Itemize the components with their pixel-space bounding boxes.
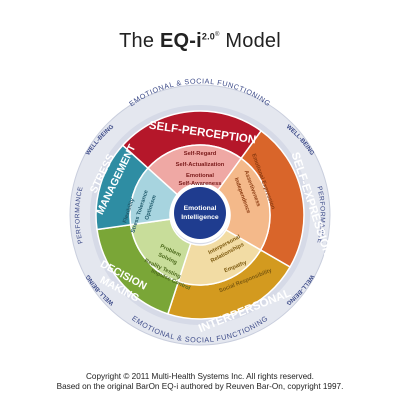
registered-mark: ® <box>215 32 220 38</box>
subscale-self-regard: Self-Regard <box>184 151 217 157</box>
title-prefix: The <box>119 30 160 52</box>
core-circle <box>174 187 226 239</box>
core-label-1: Emotional <box>184 205 217 212</box>
copyright-footer: Copyright © 2011 Multi-Health Systems In… <box>0 372 400 392</box>
ring-label-left: PERFORMANCE <box>74 186 84 245</box>
subscale-emotional: Emotional <box>186 173 214 179</box>
ring-label-right-text: PERFORMANCE <box>315 186 325 245</box>
title-suffix: Model <box>219 30 281 52</box>
subscales-self-perception: Self-Regard Self-Actualization Emotional… <box>176 151 225 187</box>
subscale-segments <box>129 144 271 286</box>
ring-label-left-text: PERFORMANCE <box>74 186 84 245</box>
page-title: The EQ-i2.0® Model <box>0 30 400 53</box>
outer-ring-border <box>69 84 331 346</box>
ring-label-right: PERFORMANCE <box>315 186 325 245</box>
subscale-segment-interpersonal <box>177 228 262 286</box>
subscale-self-awareness: Self-Awareness <box>178 181 221 187</box>
core-label-2: Intelligence <box>181 214 219 221</box>
copyright-line-2: Based on the original BarOn EQ-i authore… <box>56 382 344 391</box>
copyright-line-1: Copyright © 2011 Multi-Health Systems In… <box>86 372 314 381</box>
subscale-self-actualization: Self-Actualization <box>176 162 225 168</box>
title-superscript: 2.0 <box>201 31 215 42</box>
title-bold: EQ-i <box>159 30 202 52</box>
